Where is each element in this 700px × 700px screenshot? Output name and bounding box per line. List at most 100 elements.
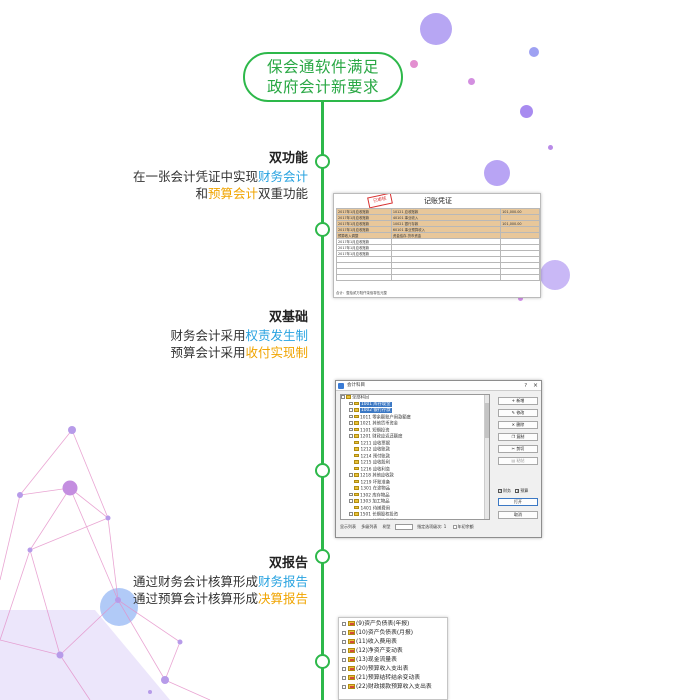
dialog-footer: 显示列表 多级列表 树型 指定选项级次: 1 年初余额 (340, 524, 474, 530)
tree-item[interactable]: 1218 其他应收款 (341, 473, 489, 480)
tree-item[interactable]: 1002 银行存款 (341, 408, 489, 415)
expand-icon[interactable] (349, 427, 353, 431)
tree-item[interactable]: 1201 财政应返还额度 (341, 434, 489, 441)
report-item[interactable]: (9)资产负债表(年报) (339, 620, 447, 629)
app-icon (338, 383, 344, 389)
expand-icon[interactable] (342, 630, 346, 635)
dialog-button-6[interactable]: ▤ 粘帖 (498, 457, 538, 465)
tree-scrollbar[interactable] (484, 395, 489, 519)
expand-icon[interactable] (349, 512, 353, 516)
tab-list-view[interactable]: 显示列表 (340, 524, 356, 529)
section-desc-line: 在一张会计凭证中实现财务会计 (132, 169, 308, 184)
decor-bubble (548, 145, 553, 150)
tree-item[interactable]: 1501 长期股权投资 (341, 512, 489, 519)
dialog-button-4[interactable]: ❐ 复制 (498, 433, 538, 441)
section-desc-line: 通过财务会计核算形成财务报告 (132, 574, 308, 589)
decor-bubble (100, 588, 138, 626)
folder-icon (354, 440, 359, 444)
tree-item[interactable]: 1303 加工物品 (341, 499, 489, 506)
tree-item[interactable]: 1001 库存现金 (341, 401, 489, 409)
tree-item[interactable]: 1301 在途物品 (341, 486, 489, 493)
dialog-button-2[interactable]: ✎ 修改 (498, 409, 538, 417)
expand-icon[interactable] (349, 518, 353, 519)
section-title-dual-report: 双报告 (268, 556, 308, 571)
cancel-button[interactable]: 取消 (498, 511, 538, 519)
tree-item[interactable]: 1219 坏账准备 (341, 479, 489, 487)
tree-item[interactable]: 1101 短期投资 (341, 427, 489, 435)
tree-root[interactable]: 全部科目 (341, 395, 489, 402)
close-icon[interactable]: × (532, 382, 538, 389)
folder-icon (345, 395, 351, 399)
expand-icon[interactable] (349, 492, 353, 496)
tree-item[interactable]: 1214 预付账款 (341, 453, 489, 461)
tree-item[interactable]: 1216 应收利息 (341, 466, 489, 474)
timeline-node (315, 154, 330, 169)
tree-item[interactable]: 1401 待摊费用 (341, 505, 489, 513)
expand-icon[interactable] (342, 675, 346, 680)
scrollbar-thumb[interactable] (484, 403, 489, 438)
decor-bubble (420, 13, 452, 45)
tree-item[interactable]: 1302 库存物品 (341, 492, 489, 500)
folder-icon (353, 492, 359, 496)
expand-icon[interactable] (349, 499, 353, 503)
section-title-dual-function: 双功能 (268, 151, 308, 166)
decor-bubble (484, 160, 510, 186)
expand-icon[interactable] (349, 414, 353, 418)
section-desc-line: 财务会计采用权责发生制 (170, 328, 308, 343)
section-title-dual-basis: 双基础 (268, 310, 308, 325)
reports-list: (9)资产负债表(年报)(10)资产负债表(月报)(11)收入费用表(12)净资… (338, 617, 448, 700)
expand-icon[interactable] (349, 408, 353, 412)
dialog-button-1[interactable]: + 新增 (498, 397, 538, 405)
tree-item[interactable]: 1502 长期债券投资 (341, 518, 489, 519)
tree-item[interactable]: 1021 其他货币资金 (341, 421, 489, 428)
finance-checkbox[interactable] (498, 488, 502, 493)
expand-icon[interactable] (342, 648, 346, 653)
collapse-icon[interactable] (341, 395, 345, 399)
expand-icon[interactable] (342, 621, 346, 626)
report-icon (347, 657, 355, 662)
button-icon: ❐ (511, 434, 516, 439)
timeline-node (315, 549, 330, 564)
folder-icon (353, 499, 359, 503)
report-item[interactable]: (11)收入费用表 (339, 638, 447, 647)
tree-item[interactable]: 1215 应收股利 (341, 460, 489, 467)
expand-icon[interactable] (349, 421, 353, 425)
tree-type-select[interactable] (394, 524, 413, 530)
expand-icon[interactable] (342, 684, 346, 689)
timeline-node (315, 222, 330, 237)
button-icon: + (511, 398, 516, 403)
dialog-button-3[interactable]: ✕ 删除 (498, 421, 538, 429)
report-item[interactable]: (21)预算结转结余变动表 (339, 674, 447, 683)
folder-icon (353, 434, 359, 438)
decor-bubble (468, 78, 475, 85)
expand-icon[interactable] (349, 401, 353, 405)
button-icon: ▤ (511, 458, 516, 463)
report-item[interactable]: (22)财政拨款预算收入支出表 (339, 683, 447, 692)
report-icon (347, 621, 355, 626)
expand-icon[interactable] (342, 639, 346, 644)
folder-icon (353, 421, 359, 425)
folder-icon (354, 460, 359, 464)
budget-checkbox[interactable] (515, 488, 520, 493)
folder-icon (354, 505, 359, 509)
tree-item[interactable]: 1011 零余额账户用款额度 (341, 414, 489, 422)
report-item[interactable]: (20)预算收入支出表 (339, 665, 447, 674)
report-item[interactable]: (12)净资产变动表 (339, 647, 447, 656)
button-icon: ✎ (511, 410, 516, 415)
expand-icon[interactable] (349, 473, 353, 477)
tree-item[interactable]: 1211 应收票据 (341, 440, 489, 448)
tree-item[interactable]: 1212 应收账款 (341, 447, 489, 454)
report-item[interactable]: (10)资产负债表(月报) (339, 629, 447, 638)
dialog-button-5[interactable]: ✂ 剪切 (498, 445, 538, 453)
expand-icon[interactable] (342, 666, 346, 671)
timeline-line (321, 95, 324, 700)
expand-icon[interactable] (342, 657, 346, 662)
help-icon[interactable]: ? (524, 383, 527, 389)
opening-balance-checkbox[interactable] (452, 525, 457, 529)
open-button[interactable]: 打开 (498, 498, 538, 506)
tab-multilevel-view[interactable]: 多级列表 (361, 524, 378, 529)
report-item[interactable]: (13)现金流量表 (339, 656, 447, 665)
timeline-node (315, 654, 330, 669)
expand-icon[interactable] (349, 434, 353, 438)
